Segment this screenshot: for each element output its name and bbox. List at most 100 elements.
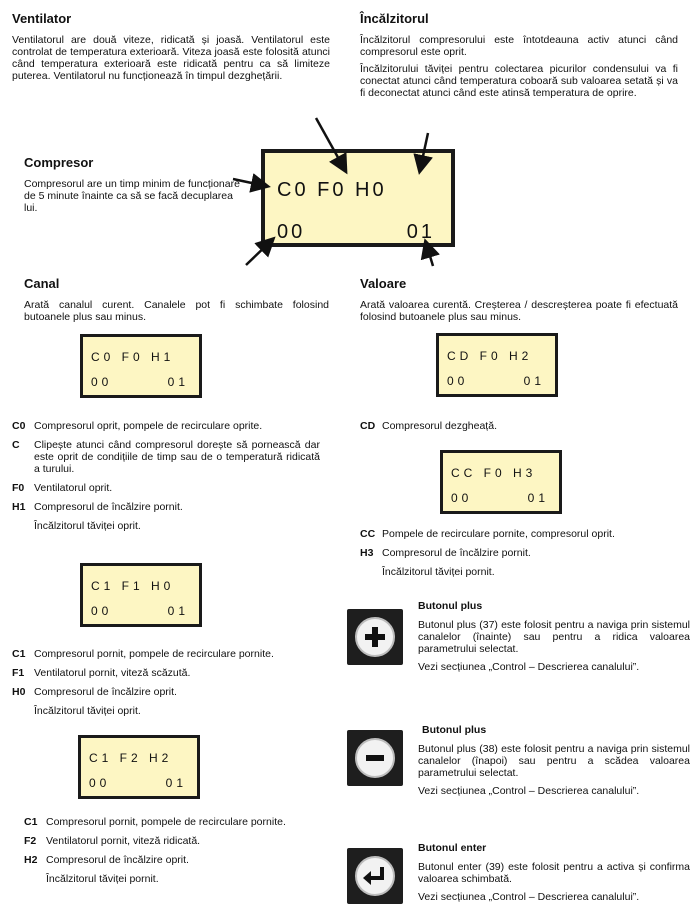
legend-text: Încălzitorul tăviței pornit. <box>382 566 495 578</box>
enter-button-info: Butonul enter Butonul enter (39) este fo… <box>418 842 690 903</box>
legend-text: Compresorul de încălzire pornit. <box>382 547 531 559</box>
enter-button-title: Butonul enter <box>418 842 487 854</box>
legend-text: Pompele de recirculare pornite, compreso… <box>382 528 615 540</box>
legend-item: H3 Compresorul de încălzire pornit. <box>360 547 678 559</box>
main-display-row2-left: 00 <box>277 221 306 243</box>
legend-item: CC Pompele de recirculare pornite, compr… <box>360 528 678 540</box>
legend-code: H2 <box>24 854 38 866</box>
display-row2-left: 00 <box>447 374 469 388</box>
plus-button-info: Butonul plus Butonul plus (37) este folo… <box>418 600 690 673</box>
display-row2-right: 01 <box>167 375 189 389</box>
display-row2-right: 01 <box>165 776 187 790</box>
display-row2-left: 00 <box>91 604 113 618</box>
display-row2-left: 00 <box>89 776 111 790</box>
display-row2-right: 01 <box>527 491 549 505</box>
display-row2-right: 01 <box>167 604 189 618</box>
canal-title: Canal <box>24 276 60 291</box>
legend-item: H0 Compresorul de încălzire oprit. <box>12 686 330 698</box>
enter-button-text: Butonul enter (39) este folosit pentru a… <box>418 861 690 885</box>
legend-item: F1 Ventilatorul pornit, viteză scăzută. <box>12 667 330 679</box>
display-cd-f0-h2: CD F0 H2 00 01 <box>436 333 558 397</box>
display-row2-right: 01 <box>523 374 545 388</box>
legend-4: CD Compresorul dezgheață. <box>360 420 678 432</box>
legend-text: Încălzitorul tăviței pornit. <box>46 873 159 885</box>
legend-item: F0 Ventilatorul oprit. <box>12 482 330 494</box>
legend-code: H3 <box>360 547 374 559</box>
display-row1: CD F0 H2 <box>447 349 533 363</box>
legend-text: Încălzitorul tăviței oprit. <box>34 705 141 717</box>
legend-text: Compresorul de încălzire oprit. <box>46 854 189 866</box>
enter-button[interactable] <box>347 848 403 904</box>
legend-text: Compresorul pornit, pompele de recircula… <box>46 816 286 828</box>
legend-3: C1 Compresorul pornit, pompele de recirc… <box>24 816 334 885</box>
legend-2: C1 Compresorul pornit, pompele de recirc… <box>12 648 330 717</box>
legend-text: Încălzitorul tăviței oprit. <box>34 520 141 532</box>
incalzitor-text-1: Încălzitorul compresorului este întotdea… <box>360 34 678 58</box>
display-row2-left: 00 <box>91 375 113 389</box>
compresor-text: Compresorul are un timp minim de funcțio… <box>24 178 240 214</box>
display-c0-f0-h1: C0 F0 H1 00 01 <box>80 334 202 398</box>
legend-code: C <box>12 439 20 451</box>
main-display: C0 F0 H0 00 01 <box>261 149 455 247</box>
legend-text: Compresorul de încălzire pornit. <box>34 501 183 513</box>
main-display-row1: C0 F0 H0 <box>277 179 387 201</box>
display-c1-f2-h2: C1 F2 H2 00 01 <box>78 735 200 799</box>
display-row1: C1 F1 H0 <box>91 579 175 593</box>
plus-button-see: Vezi secțiunea „Control – Descrierea can… <box>418 661 640 673</box>
minus-button[interactable] <box>347 730 403 786</box>
plus-icon <box>355 617 395 657</box>
display-c1-f1-h0: C1 F1 H0 00 01 <box>80 563 202 627</box>
main-display-row2-right: 01 <box>406 221 435 243</box>
legend-text: Compresorul pornit, pompele de recircula… <box>34 648 274 660</box>
display-row2-left: 00 <box>451 491 473 505</box>
minus-button-see: Vezi secțiunea „Control – Descrierea can… <box>418 785 640 797</box>
legend-code: C0 <box>12 420 26 432</box>
legend-code: CC <box>360 528 376 540</box>
minus-button-title: Butonul plus <box>422 724 487 736</box>
legend-item: C0 Compresorul oprit, pompele de recircu… <box>12 420 330 432</box>
plus-button-title: Butonul plus <box>418 600 483 612</box>
minus-button-info: Butonul plus Butonul plus (38) este folo… <box>418 724 690 797</box>
ventilator-section: Ventilator Ventilatorul are două viteze,… <box>12 11 330 82</box>
legend-item: Încălzitorul tăviței pornit. <box>24 873 334 885</box>
legend-text: Ventilatorul pornit, viteză ridicată. <box>46 835 201 847</box>
valoare-title: Valoare <box>360 276 407 291</box>
legend-code: F0 <box>12 482 25 494</box>
valoare-text: Arată valoarea curentă. Creșterea / desc… <box>360 299 678 323</box>
legend-code: CD <box>360 420 376 432</box>
legend-item: F2 Ventilatorul pornit, viteză ridicată. <box>24 835 334 847</box>
legend-text: Ventilatorul oprit. <box>34 482 113 494</box>
legend-item: Încălzitorul tăviței pornit. <box>360 566 678 578</box>
legend-text: Compresorul dezgheață. <box>382 420 497 432</box>
incalzitor-title: Încălzitorul <box>360 11 429 26</box>
legend-5: CC Pompele de recirculare pornite, compr… <box>360 528 678 578</box>
display-row1: C1 F2 H2 <box>89 751 173 765</box>
ventilator-title: Ventilator <box>12 11 72 26</box>
legend-code: H0 <box>12 686 26 698</box>
ventilator-text: Ventilatorul are două viteze, ridicată ș… <box>12 34 330 82</box>
minus-icon <box>355 738 395 778</box>
legend-text: Ventilatorul pornit, viteză scăzută. <box>34 667 191 679</box>
plus-button-text: Butonul plus (37) este folosit pentru a … <box>418 619 690 655</box>
legend-text: Compresorul oprit, pompele de recircular… <box>34 420 263 432</box>
display-row1: C0 F0 H1 <box>91 350 175 364</box>
legend-item: C1 Compresorul pornit, pompele de recirc… <box>24 816 334 828</box>
legend-item: C1 Compresorul pornit, pompele de recirc… <box>12 648 330 660</box>
legend-item: H2 Compresorul de încălzire oprit. <box>24 854 334 866</box>
legend-item: Încălzitorul tăviței oprit. <box>12 520 330 532</box>
enter-icon <box>355 856 395 896</box>
valoare-section: Valoare Arată valoarea curentă. Creștere… <box>360 276 678 323</box>
plus-button[interactable] <box>347 609 403 665</box>
canal-text: Arată canalul curent. Canalele pot fi sc… <box>24 299 329 323</box>
legend-item: H1 Compresorul de încălzire pornit. <box>12 501 330 513</box>
legend-1: C0 Compresorul oprit, pompele de recircu… <box>12 420 330 532</box>
display-row1: CC F0 H3 <box>451 466 537 480</box>
enter-button-see: Vezi secțiunea „Control – Descrierea can… <box>418 891 640 903</box>
incalzitor-section: Încălzitorul Încălzitorul compresorului … <box>360 11 678 99</box>
compresor-title: Compresor <box>24 155 94 170</box>
legend-code: H1 <box>12 501 26 513</box>
legend-item: C Clipește atunci când compresorul doreș… <box>12 439 330 475</box>
legend-code: F1 <box>12 667 25 679</box>
compresor-section: Compresor Compresorul are un timp minim … <box>24 155 240 214</box>
legend-code: C1 <box>12 648 26 660</box>
